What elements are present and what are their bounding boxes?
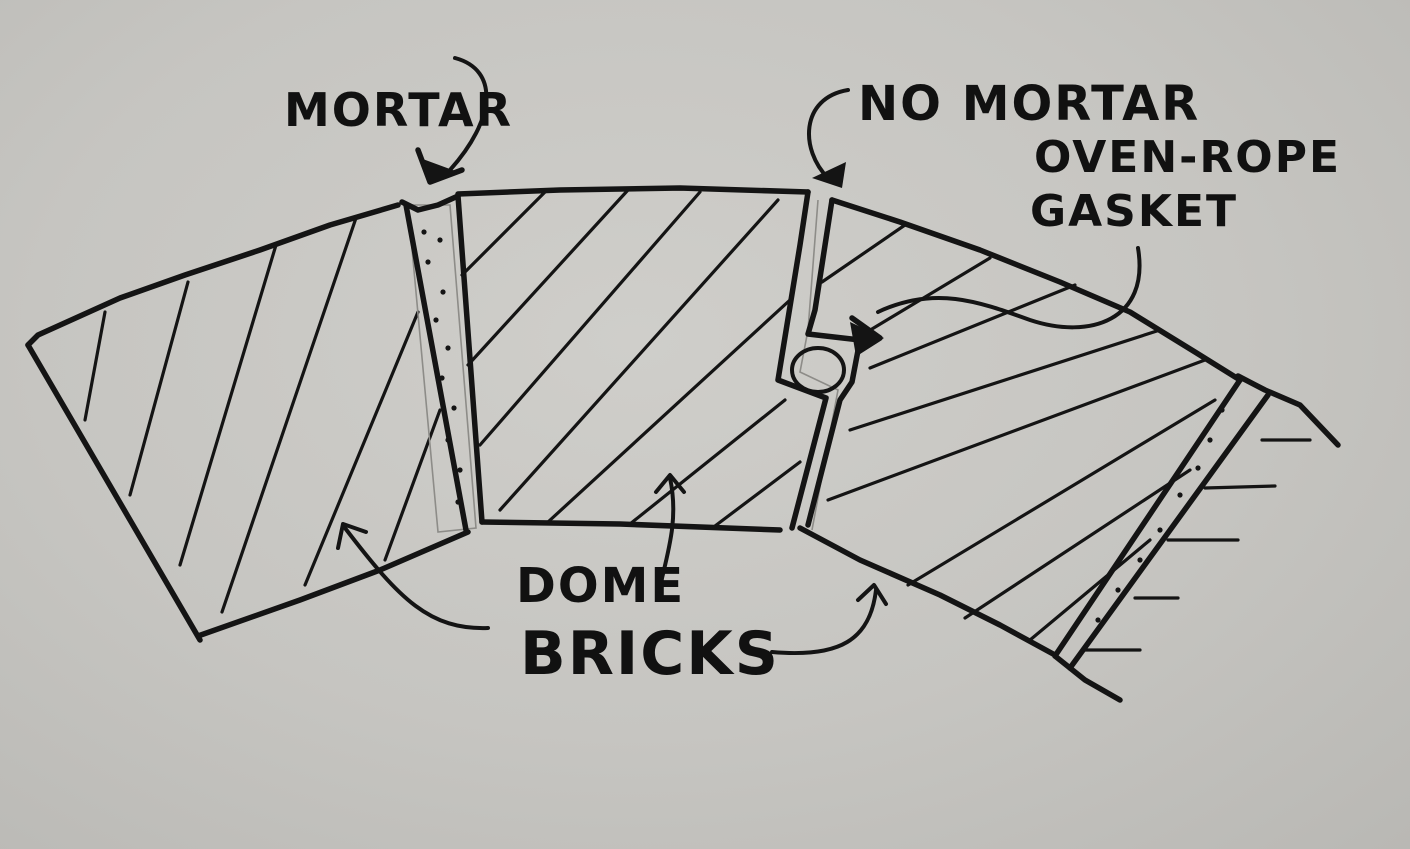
brick-right (1052, 373, 1341, 703)
brick-interlock-hatching (820, 223, 1217, 642)
label-gasket-line2: GASKET (1030, 186, 1238, 237)
right-brick-hatching (1083, 438, 1312, 652)
brick-center-hatching (460, 188, 802, 528)
right-joint-dots (1095, 407, 1225, 623)
brick-interlock (790, 197, 1243, 658)
dome-arrow-center-icon (654, 473, 686, 580)
label-bricks: BRICKS (520, 619, 780, 689)
label-mortar: MORTAR (284, 83, 513, 137)
gasket-arrow-icon (849, 246, 1142, 356)
dome-arrow-left-icon (336, 522, 490, 631)
brick-left-hatching (83, 216, 442, 614)
mortar-dots (421, 229, 463, 505)
no-mortar-arrow-icon (807, 88, 850, 188)
brick-left (25, 202, 471, 643)
dome-arrow-right-icon (770, 583, 888, 656)
brick-center (455, 185, 829, 533)
mortar-arrow-icon (415, 56, 489, 185)
oven-rope-gasket-icon (790, 346, 846, 394)
label-dome: DOME (516, 558, 685, 614)
label-gasket-line1: OVEN-ROPE (1034, 132, 1341, 183)
mortar-joint (399, 193, 485, 533)
label-no-mortar: NO MORTAR (858, 76, 1200, 132)
